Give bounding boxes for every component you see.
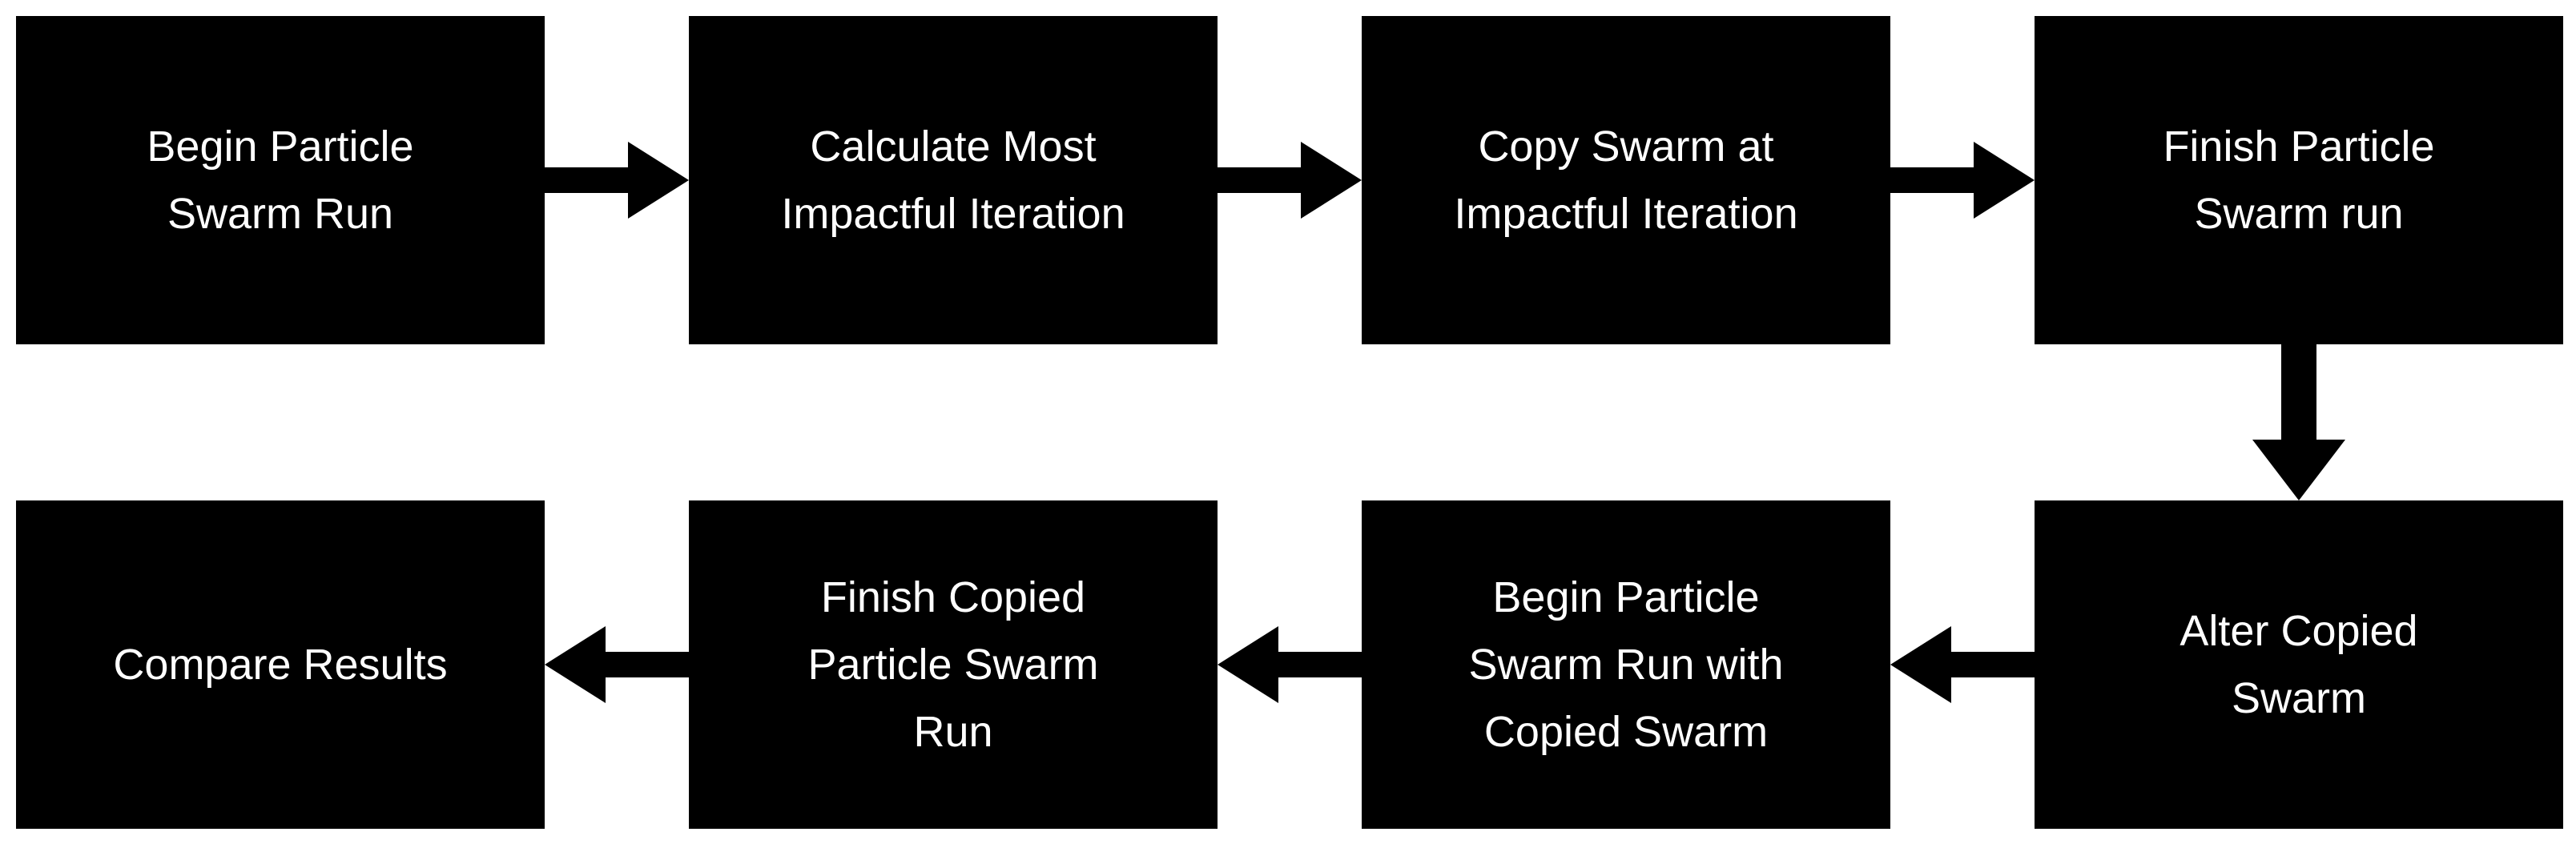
- arrow-left-icon: [1890, 621, 2035, 709]
- arrow-head: [545, 626, 606, 703]
- arrow-right-icon: [1890, 136, 2035, 224]
- arrow-right-icon: [545, 136, 689, 224]
- flow-node-copy-swarm-at-impactful-iteration: Copy Swarm at Impactful Iteration: [1362, 16, 1890, 344]
- flow-node-finish-particle-swarm-run: Finish Particle Swarm run: [2035, 16, 2563, 344]
- arrow-shaft: [1218, 167, 1304, 193]
- arrow-head: [2252, 440, 2345, 500]
- arrow-shaft: [545, 167, 631, 193]
- arrow-shaft: [1275, 652, 1362, 677]
- flow-node-begin-run-with-copied-swarm: Begin Particle Swarm Run with Copied Swa…: [1362, 500, 1890, 829]
- arrow-head: [1974, 142, 2035, 219]
- arrow-down-icon: [2252, 344, 2345, 500]
- arrow-shaft: [1948, 652, 2035, 677]
- arrow-shaft: [1890, 167, 1977, 193]
- arrow-left-icon: [1218, 621, 1362, 709]
- arrow-head: [1301, 142, 1362, 219]
- flow-node-finish-copied-particle-swarm-run: Finish Copied Particle Swarm Run: [689, 500, 1218, 829]
- arrow-right-icon: [1218, 136, 1362, 224]
- arrow-shaft: [602, 652, 689, 677]
- flow-node-compare-results: Compare Results: [16, 500, 545, 829]
- flow-node-begin-particle-swarm-run: Begin Particle Swarm Run: [16, 16, 545, 344]
- arrow-head: [1218, 626, 1278, 703]
- arrow-left-icon: [545, 621, 689, 709]
- flow-node-alter-copied-swarm: Alter Copied Swarm: [2035, 500, 2563, 829]
- arrow-head: [1890, 626, 1951, 703]
- flow-node-calculate-most-impactful-iteration: Calculate Most Impactful Iteration: [689, 16, 1218, 344]
- arrow-shaft: [2281, 344, 2316, 442]
- arrow-head: [628, 142, 689, 219]
